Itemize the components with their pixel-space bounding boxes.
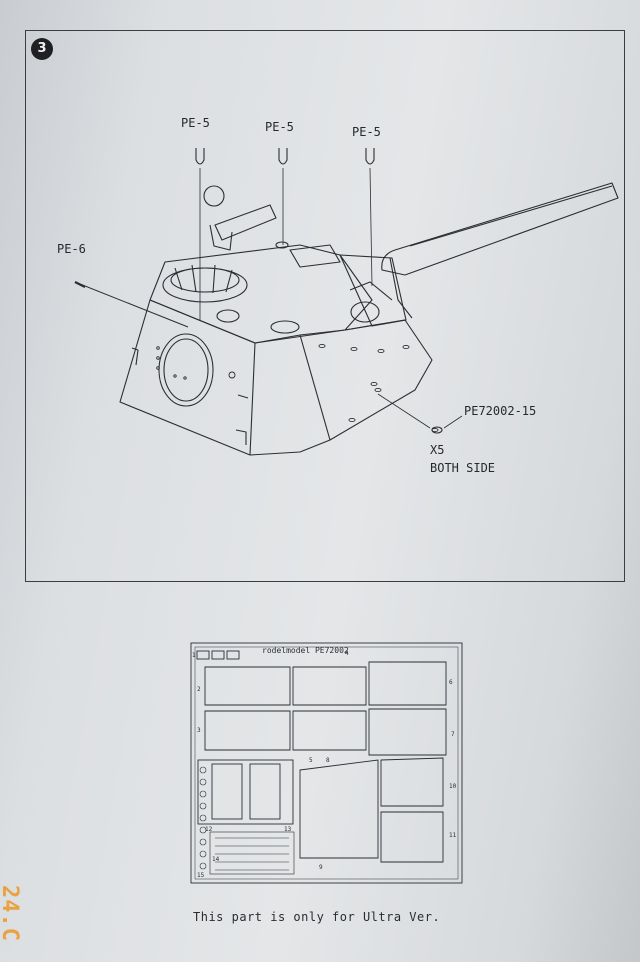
fret-part-number: 3 (197, 727, 201, 734)
fret-part-number: 1 (192, 652, 196, 659)
fret-part-number: 7 (451, 731, 455, 738)
fret-part-number: 14 (212, 856, 220, 863)
fret-brand-label: rodelmodel PE72002 (262, 646, 349, 655)
callout-pe-5-middle: PE-5 (265, 120, 294, 134)
fret-part-number: 5 (309, 757, 313, 764)
fret-part-number: 4 (345, 650, 349, 657)
fret-part-number: 10 (449, 783, 457, 790)
callout-both-side: BOTH SIDE (430, 461, 496, 475)
ultra-version-caption: This part is only for Ultra Ver. (193, 910, 441, 924)
fret-part-number: 12 (205, 826, 213, 833)
fret-part-number: 9 (319, 864, 323, 871)
step-number-badge: 3 (31, 38, 53, 60)
fret-part-number: 13 (284, 826, 292, 833)
callout-pe-6: PE-6 (57, 242, 86, 256)
callout-pe-5-right: PE-5 (352, 125, 381, 139)
fret-part-number: 11 (449, 832, 457, 839)
callout-pe-5-left: PE-5 (181, 116, 210, 130)
fret-part-number: 6 (449, 679, 453, 686)
instruction-panel (25, 30, 625, 582)
callout-pe72002-15: PE72002-15 (464, 404, 537, 418)
fret-part-number: 8 (326, 757, 330, 764)
photo-date-stamp: 24.C (0, 885, 22, 942)
callout-quantity: X5 (430, 443, 445, 457)
fret-part-number: 2 (197, 686, 201, 693)
fret-part-number: 15 (197, 872, 205, 879)
